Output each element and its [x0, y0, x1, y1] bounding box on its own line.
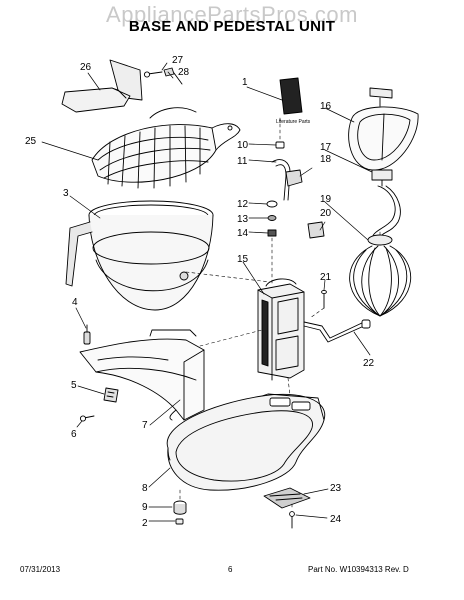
part-24-screw [289, 511, 295, 529]
part-2-screw [175, 518, 184, 525]
part-7-bowl-support [79, 329, 205, 421]
literature-parts-label: Literature Parts [276, 119, 311, 125]
callout-10: 10 [237, 140, 249, 151]
callout-7: 7 [142, 420, 148, 431]
leader-lines [41, 62, 373, 522]
callout-16: 16 [320, 101, 332, 112]
callout-15: 15 [237, 254, 249, 265]
part-26-shield [61, 59, 143, 113]
footer-date: 07/31/2013 [20, 565, 61, 574]
callout-2: 2 [142, 518, 148, 529]
callout-17: 17 [320, 142, 332, 153]
part-19-wire-whip [349, 234, 412, 317]
part-21-screw [321, 289, 327, 309]
part-16-flat-beater [348, 87, 419, 171]
callout-27: 27 [172, 55, 184, 66]
callout-3: 3 [63, 188, 69, 199]
callout-14: 14 [237, 228, 249, 239]
part-1-literature [279, 77, 303, 115]
part-27-28-screw [143, 67, 183, 85]
callout-13: 13 [237, 214, 249, 225]
footer-part-number: Part No. W10394313 Rev. D [308, 565, 409, 574]
callout-28: 28 [178, 67, 190, 78]
part-22-lever [303, 319, 371, 343]
assembly-guide-lines [179, 117, 381, 511]
watermark: AppliancePartsPros.com [106, 2, 358, 27]
callout-26: 26 [80, 62, 92, 73]
part-25-pouring-shield [91, 107, 241, 189]
part-4-pin [83, 324, 91, 345]
part-20-coupler [307, 221, 325, 239]
callout-6: 6 [71, 429, 77, 440]
part-8-base [166, 393, 326, 491]
part-9-foot [173, 500, 187, 515]
callout-22: 22 [363, 358, 375, 369]
callout-20: 20 [320, 208, 332, 219]
part-10-14-fittings [266, 141, 303, 237]
callout-12: 12 [237, 199, 249, 210]
callout-25: 25 [25, 136, 37, 147]
callout-19: 19 [320, 194, 332, 205]
part-17-dough-hook [371, 169, 401, 239]
callout-24: 24 [330, 514, 342, 525]
callout-8: 8 [142, 483, 148, 494]
part-5-clip [103, 387, 119, 403]
callout-5: 5 [71, 380, 77, 391]
part-6-screw [79, 415, 95, 422]
callout-1: 1 [242, 77, 248, 88]
part-3-bowl [65, 200, 214, 311]
callout-numbers: 1 2 3 4 5 6 7 8 9 10 11 12 13 14 15 16 1… [25, 55, 375, 529]
page-title: BASE AND PEDESTAL UNIT [128, 18, 336, 35]
callout-18: 18 [320, 154, 332, 165]
callout-4: 4 [72, 297, 78, 308]
callout-11: 11 [237, 156, 248, 167]
callout-23: 23 [330, 483, 342, 494]
callout-21: 21 [320, 272, 332, 283]
part-15-pedestal [257, 278, 305, 381]
callout-9: 9 [142, 502, 148, 513]
part-23-pad [263, 487, 311, 509]
footer-page-number: 6 [228, 565, 233, 574]
